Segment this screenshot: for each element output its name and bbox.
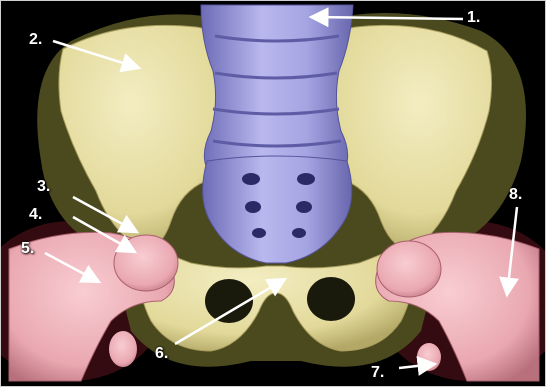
label-7: 7. <box>371 365 384 381</box>
label-6: 6. <box>155 346 168 362</box>
right-obturator-foramen <box>307 277 355 321</box>
right-femoral-head <box>377 241 441 297</box>
label-3: 3. <box>37 179 50 195</box>
left-lesser-trochanter <box>109 331 137 367</box>
label-2: 2. <box>29 32 42 48</box>
left-femoral-head <box>114 235 178 291</box>
label-4: 4. <box>29 207 42 223</box>
label-5: 5. <box>21 241 34 257</box>
label-1: 1. <box>467 10 480 26</box>
label-8: 8. <box>509 187 522 203</box>
